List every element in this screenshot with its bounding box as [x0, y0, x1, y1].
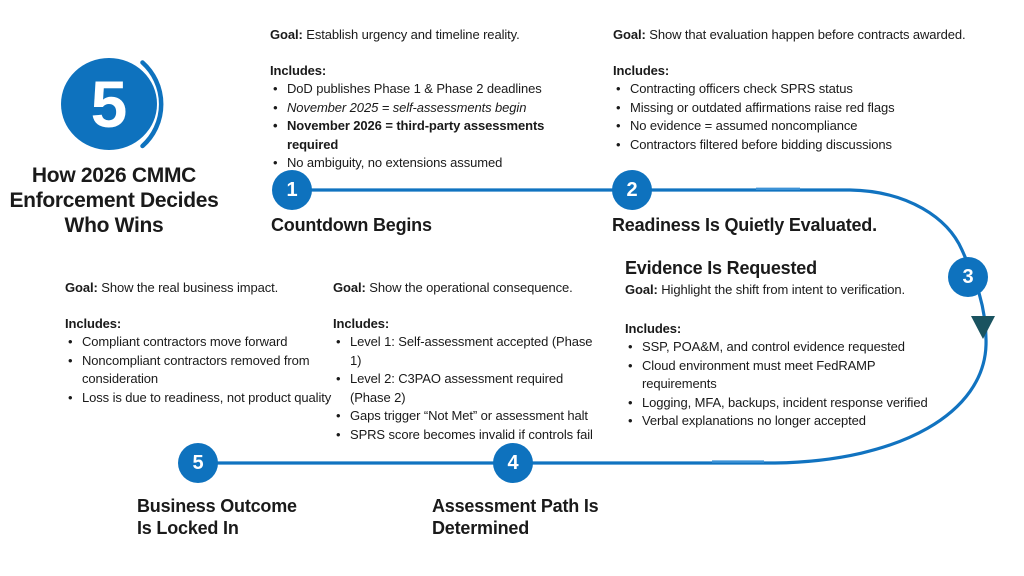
step-2-title: Readiness Is Quietly Evaluated.	[612, 215, 877, 235]
step-2-bullets: Contracting officers check SPRS status M…	[613, 80, 1015, 154]
step-2-goal-text: Show that evaluation happen before contr…	[649, 27, 966, 42]
step-1-panel: Goal: Establish urgency and timeline rea…	[270, 26, 592, 173]
includes-label: Includes:	[613, 62, 670, 78]
bullet-item: No evidence = assumed noncompliance	[613, 117, 1015, 136]
step-3-panel: Evidence Is Requested Goal: Highlight th…	[625, 257, 947, 431]
bullet-item: November 2025 = self-assessments begin	[270, 99, 592, 118]
bullet-item: Missing or outdated affirmations raise r…	[613, 99, 1015, 118]
goal-label: Goal:	[625, 282, 658, 297]
step-4-title-line-1: Assessment Path Is	[432, 496, 599, 516]
step-3-goal-text: Highlight the shift from intent to verif…	[661, 282, 906, 297]
page-title: How 2026 CMMC Enforcement Decides Who Wi…	[9, 164, 219, 237]
step-5-number: 5	[192, 451, 204, 474]
step-3-number: 3	[962, 265, 974, 288]
bullet-item: SPRS score becomes invalid if controls f…	[333, 426, 605, 445]
bullet-item: Level 2: C3PAO assessment required (Phas…	[333, 370, 605, 407]
step-4-panel: Goal: Show the operational consequence. …	[333, 279, 605, 444]
includes-label: Includes:	[65, 315, 122, 331]
goal-label: Goal:	[613, 27, 646, 42]
step-3-bullets: SSP, POA&M, and control evidence request…	[625, 338, 947, 431]
goal-label: Goal:	[333, 280, 366, 295]
step-5-title-line-2: Is Locked In	[137, 518, 239, 538]
step-4-bullets: Level 1: Self-assessment accepted (Phase…	[333, 333, 605, 444]
step-4-goal: Goal: Show the operational consequence.	[333, 279, 605, 298]
step-2-goal: Goal: Show that evaluation happen before…	[613, 26, 1015, 45]
step-4-number: 4	[507, 451, 519, 474]
bullet-item: Gaps trigger “Not Met” or assessment hal…	[333, 407, 605, 426]
step-2-node: 2	[612, 170, 652, 210]
includes-label: Includes:	[270, 62, 327, 78]
step-1-title: Countdown Begins	[271, 215, 432, 235]
step-2-panel: Goal: Show that evaluation happen before…	[613, 26, 1015, 154]
bullet-item: November 2026 = third-party assessments …	[270, 117, 592, 154]
step-5-bullets: Compliant contractors move forward Nonco…	[65, 333, 335, 407]
includes-label: Includes:	[333, 315, 390, 331]
step-1-goal: Goal: Establish urgency and timeline rea…	[270, 26, 592, 45]
badge-circle	[61, 58, 157, 150]
bullet-item: Contracting officers check SPRS status	[613, 80, 1015, 99]
step-1-goal-text: Establish urgency and timeline reality.	[306, 27, 520, 42]
step-5-title: Business Outcome Is Locked In	[137, 495, 297, 539]
bullet-item: Compliant contractors move forward	[65, 333, 335, 352]
bullet-item: Loss is due to readiness, not product qu…	[65, 389, 335, 408]
step-3-goal: Goal: Highlight the shift from intent to…	[625, 281, 947, 300]
step-3-node: 3	[948, 257, 988, 297]
step-2-number: 2	[626, 178, 638, 201]
goal-label: Goal:	[270, 27, 303, 42]
step-3-title: Evidence Is Requested	[625, 258, 817, 278]
step-4-node: 4	[493, 443, 533, 483]
step-1-node: 1	[272, 170, 312, 210]
step-1-number: 1	[286, 178, 298, 201]
step-5-node: 5	[178, 443, 218, 483]
step-5-title-line-1: Business Outcome	[137, 496, 297, 516]
bullet-item: Contractors filtered before bidding disc…	[613, 136, 1015, 155]
bullet-item: SSP, POA&M, and control evidence request…	[625, 338, 947, 357]
badge-crescent-icon	[140, 60, 164, 149]
step-1-bullets: DoD publishes Phase 1 & Phase 2 deadline…	[270, 80, 592, 173]
bullet-item: Verbal explanations no longer accepted	[625, 412, 947, 431]
step-5-goal: Goal: Show the real business impact.	[65, 279, 335, 298]
step-5-goal-text: Show the real business impact.	[101, 280, 279, 295]
bullet-item: Noncompliant contractors removed from co…	[65, 352, 335, 389]
step-4-goal-text: Show the operational consequence.	[369, 280, 573, 295]
step-4-title-line-2: Determined	[432, 518, 530, 538]
badge-number: 5	[90, 67, 128, 141]
goal-label: Goal:	[65, 280, 98, 295]
bullet-item: Level 1: Self-assessment accepted (Phase…	[333, 333, 605, 370]
bullet-item: DoD publishes Phase 1 & Phase 2 deadline…	[270, 80, 592, 99]
bullet-item: Cloud environment must meet FedRAMP requ…	[625, 357, 947, 394]
includes-label: Includes:	[625, 320, 682, 336]
step-4-title: Assessment Path Is Determined	[432, 495, 599, 539]
bullet-item: No ambiguity, no extensions assumed	[270, 154, 592, 173]
down-arrow-icon	[971, 316, 995, 339]
step-5-panel: Goal: Show the real business impact. Inc…	[65, 279, 335, 407]
bullet-item: Logging, MFA, backups, incident response…	[625, 394, 947, 413]
